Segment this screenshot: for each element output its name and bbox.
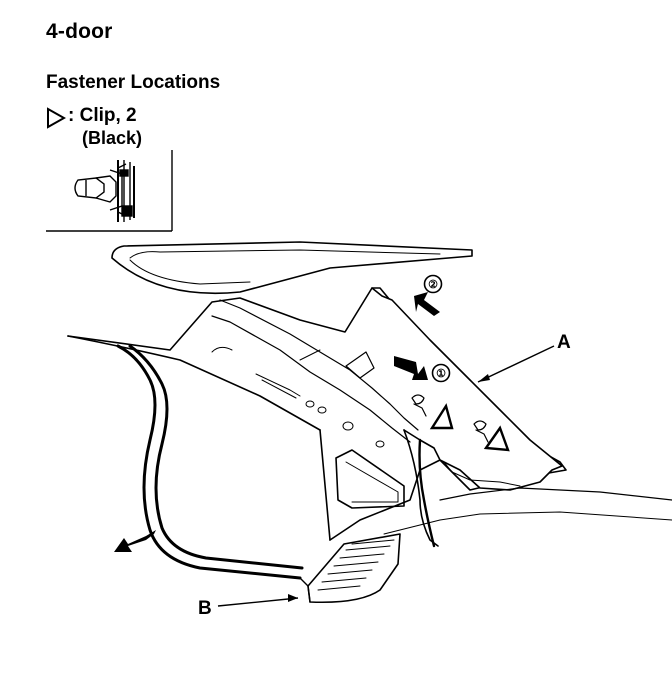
- callout-a: A: [557, 332, 571, 353]
- arrow-step-1-icon: [394, 356, 428, 380]
- clip-marker-1: [429, 403, 454, 430]
- section-heading: Fastener Locations: [46, 72, 221, 93]
- leader-line-a: [477, 345, 555, 383]
- clip-marker-2: [483, 425, 510, 452]
- callout-b: B: [198, 598, 212, 619]
- page-title: 4-door: [46, 20, 113, 43]
- legend-clip-label: : Clip, 2: [68, 105, 137, 126]
- leader-line-b: [217, 597, 299, 607]
- arrow-pull-icon: [114, 530, 156, 552]
- legend-color-note: (Black): [82, 128, 143, 148]
- arrow-step-2-icon: [414, 292, 440, 316]
- step-2-marker: ②: [428, 279, 438, 291]
- step-1-marker: ①: [436, 368, 446, 380]
- triangle-outline-icon: [47, 107, 66, 129]
